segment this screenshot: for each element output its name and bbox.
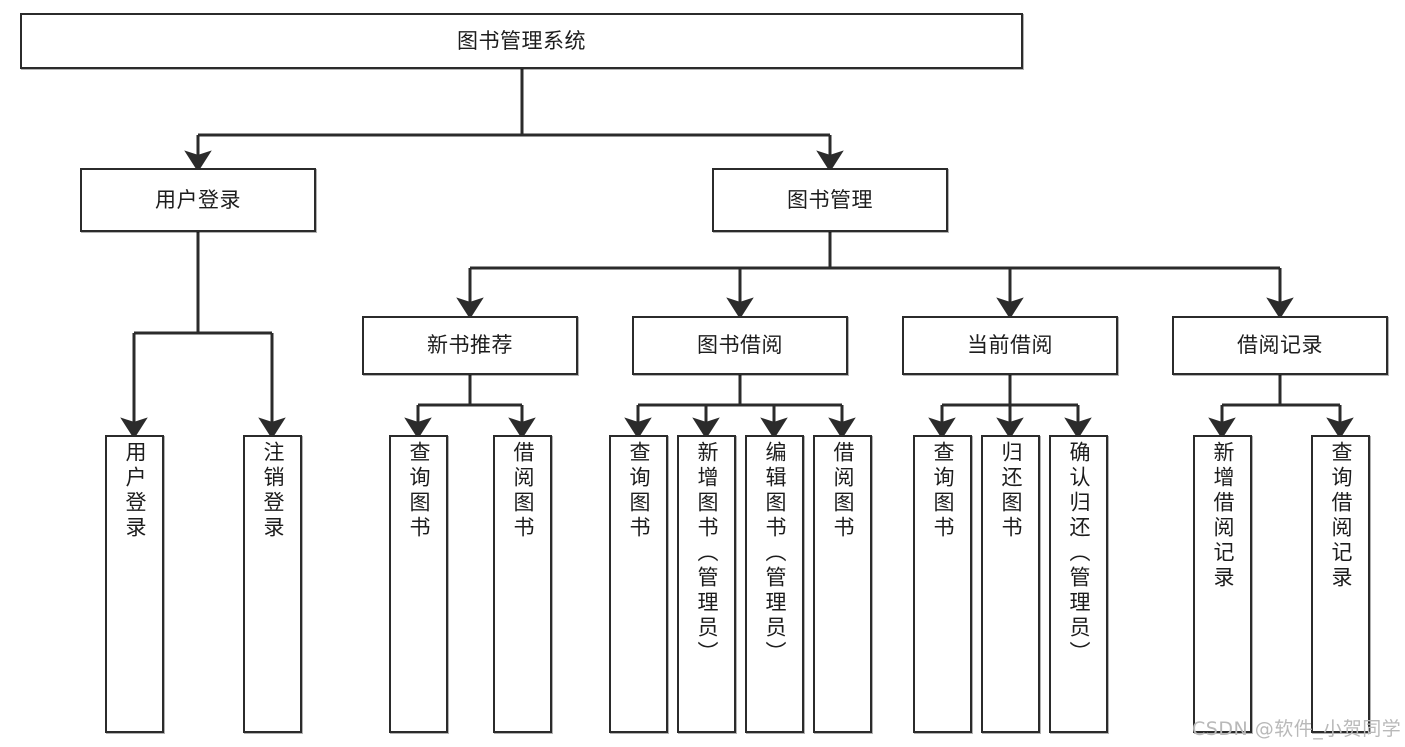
node-label: 用户登录: [123, 441, 147, 541]
node-label: 注销登录: [261, 441, 285, 541]
node-label: 编辑图书（管理员）: [763, 441, 787, 666]
node-label: 图书管理: [787, 187, 873, 212]
node-leaf-user-login[interactable]: 用户登录: [105, 435, 164, 733]
node-label: 图书借阅: [697, 333, 783, 358]
node-leaf-query-borrow-record[interactable]: 查询借阅记录: [1311, 435, 1370, 733]
node-label: 确认归还（管理员）: [1067, 441, 1091, 666]
node-leaf-return-book[interactable]: 归还图书: [981, 435, 1040, 733]
node-label: 借阅图书: [831, 441, 855, 541]
node-label: 查询图书: [627, 441, 651, 541]
node-label: 查询图书: [407, 441, 431, 541]
node-label: 借阅记录: [1237, 333, 1323, 358]
node-label: 图书管理系统: [457, 28, 586, 53]
node-label: 用户登录: [155, 187, 241, 212]
node-label: 查询借阅记录: [1329, 441, 1353, 591]
node-leaf-borrow-book-1[interactable]: 借阅图书: [493, 435, 552, 733]
node-new-book-recommend[interactable]: 新书推荐: [362, 316, 578, 375]
node-leaf-query-book-2[interactable]: 查询图书: [609, 435, 668, 733]
node-label: 新增借阅记录: [1211, 441, 1235, 591]
node-user-login[interactable]: 用户登录: [80, 168, 316, 232]
node-root-system[interactable]: 图书管理系统: [20, 13, 1023, 69]
node-book-manage[interactable]: 图书管理: [712, 168, 948, 232]
node-leaf-borrow-book-2[interactable]: 借阅图书: [813, 435, 872, 733]
node-leaf-query-book-3[interactable]: 查询图书: [913, 435, 972, 733]
node-borrow-record[interactable]: 借阅记录: [1172, 316, 1388, 375]
node-label: 新书推荐: [427, 333, 513, 358]
node-label: 借阅图书: [511, 441, 535, 541]
node-leaf-edit-book[interactable]: 编辑图书（管理员）: [745, 435, 804, 733]
node-label: 当前借阅: [967, 333, 1053, 358]
node-label: 归还图书: [999, 441, 1023, 541]
node-label: 查询图书: [931, 441, 955, 541]
csdn-watermark: CSDN @软件_小贺同学: [1192, 718, 1402, 740]
node-leaf-add-book[interactable]: 新增图书（管理员）: [677, 435, 736, 733]
node-label: 新增图书（管理员）: [695, 441, 719, 666]
node-leaf-confirm-return[interactable]: 确认归还（管理员）: [1049, 435, 1108, 733]
node-leaf-logout-login[interactable]: 注销登录: [243, 435, 302, 733]
node-current-borrow[interactable]: 当前借阅: [902, 316, 1118, 375]
node-leaf-query-book-1[interactable]: 查询图书: [389, 435, 448, 733]
node-leaf-add-borrow-record[interactable]: 新增借阅记录: [1193, 435, 1252, 733]
node-book-borrow[interactable]: 图书借阅: [632, 316, 848, 375]
